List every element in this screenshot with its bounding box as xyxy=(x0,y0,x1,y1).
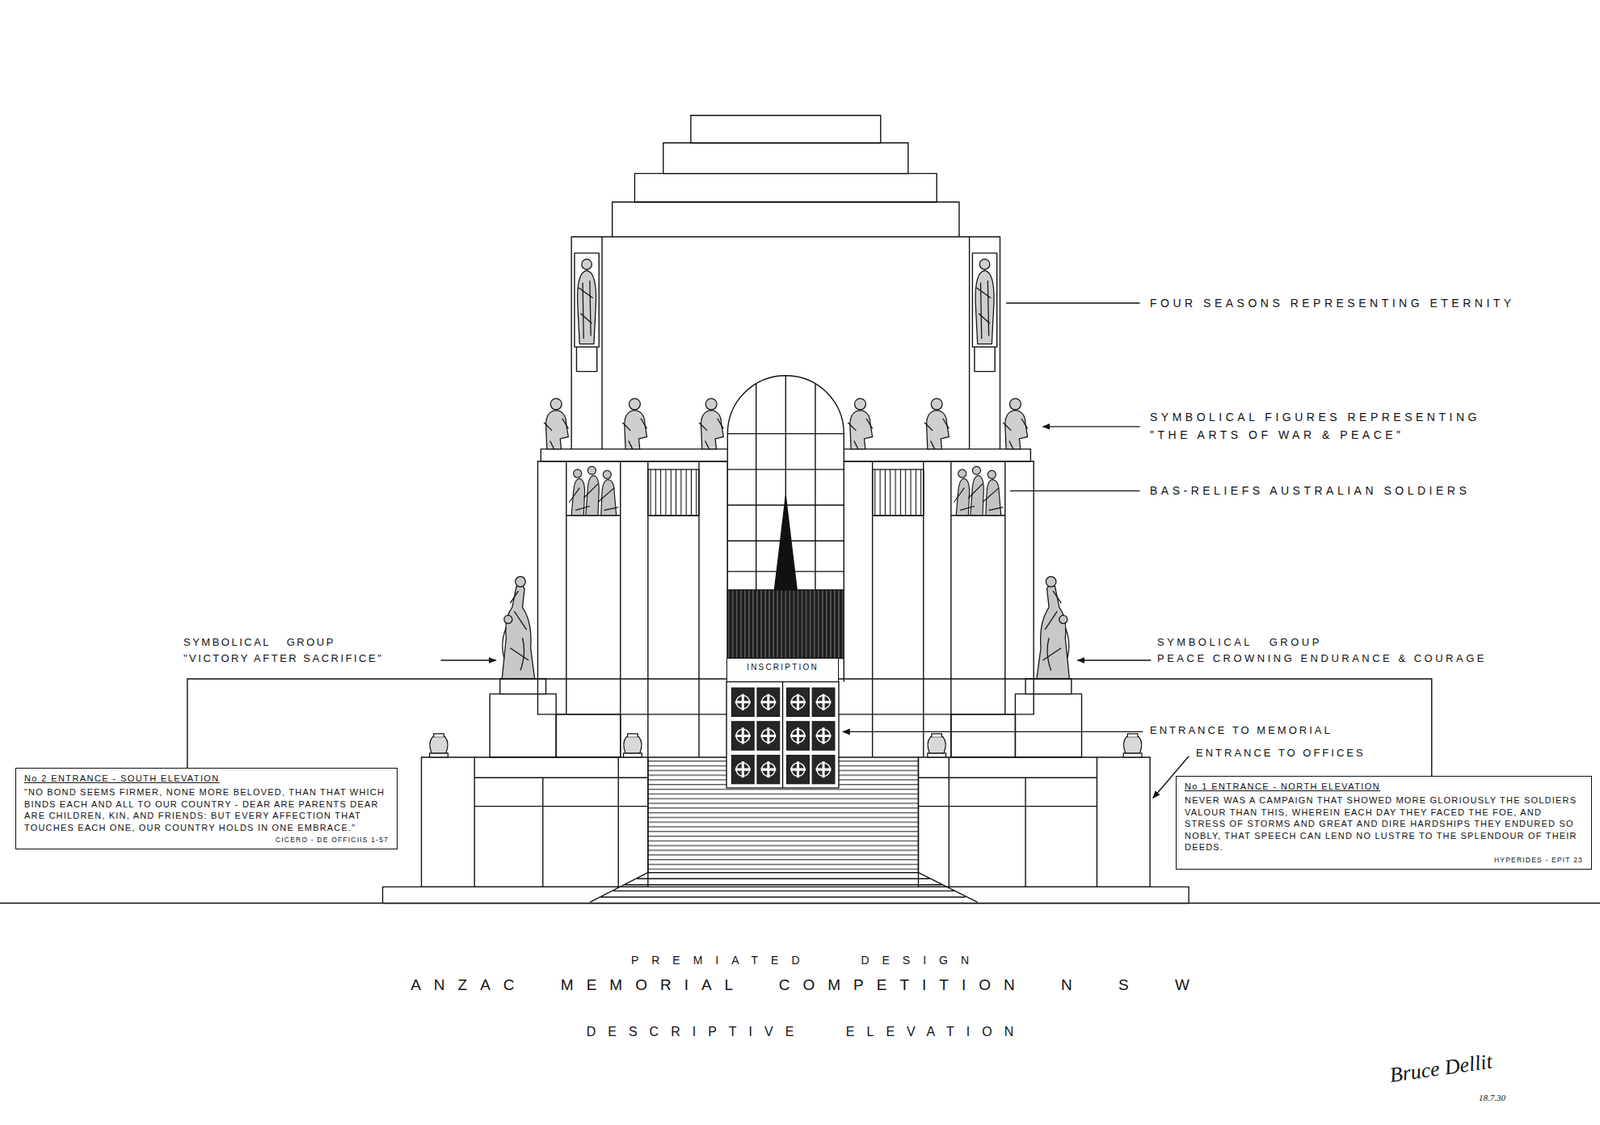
door-panels xyxy=(787,721,810,750)
building-outline xyxy=(574,252,599,347)
leader-line xyxy=(1006,302,1140,304)
building-outline xyxy=(951,714,1016,758)
quote-text: NEVER WAS A CAMPAIGN THAT SHOWED MORE GL… xyxy=(1184,794,1584,854)
door-panels xyxy=(731,721,754,750)
memorial-elevation xyxy=(0,115,1600,904)
callout-label: SYMBOLICAL FIGURES REPRESENTING xyxy=(1149,410,1481,424)
design-note: PREMIATED DESIGN xyxy=(0,953,1600,967)
building-outline xyxy=(0,115,1600,904)
door-panels xyxy=(812,754,835,784)
sheet-title: ANZAC MEMORIAL COMPETITION N S W xyxy=(0,976,1600,994)
sculpture xyxy=(429,733,449,758)
sculpture xyxy=(975,259,994,345)
quote-source: CICERO - DE OFFICIIS 1-57 xyxy=(24,835,389,844)
panel-heading: No 2 ENTRANCE - SOUTH ELEVATION xyxy=(24,773,389,784)
sculpture xyxy=(501,576,535,678)
building-outline xyxy=(726,682,839,788)
leader-line xyxy=(1043,425,1141,427)
leader-line xyxy=(1077,659,1151,661)
sculpture xyxy=(543,398,569,450)
sheet-caption: DESCRIPTIVE ELEVATION xyxy=(0,1024,1600,1040)
building-outline xyxy=(421,757,649,887)
door-panels xyxy=(757,754,780,784)
building-outline xyxy=(974,346,995,371)
sculpture xyxy=(622,398,647,450)
building-outline xyxy=(555,714,621,758)
sculpture xyxy=(1002,398,1028,450)
building-outline xyxy=(634,173,937,203)
leader-connector xyxy=(187,678,727,768)
callout-label: BAS-RELIEFS AUSTRALIAN SOLDIERS xyxy=(1149,484,1470,497)
building-outline xyxy=(576,346,597,371)
panel-heading: No 1 ENTRANCE - NORTH ELEVATION xyxy=(1184,781,1584,792)
sculpture xyxy=(1036,576,1070,678)
quote-source: HYPERIDES - EPIT 23 xyxy=(1184,855,1584,864)
building-outline xyxy=(1014,694,1082,758)
inscription-plate: INSCRIPTION xyxy=(726,657,839,683)
callout-label: "VICTORY AFTER SACRIFICE" xyxy=(183,652,384,666)
plate-text: INSCRIPTION xyxy=(733,662,832,673)
sculpture xyxy=(924,398,949,450)
callout-label: ENTRANCE TO MEMORIAL xyxy=(1149,724,1333,737)
callout-label: "THE ARTS OF WAR & PEACE" xyxy=(1149,428,1405,442)
inscription-panel: No 1 ENTRANCE - NORTH ELEVATION NEVER WAS… xyxy=(1175,775,1592,870)
building-outline xyxy=(648,469,699,516)
door-panels xyxy=(731,687,835,784)
door-panels xyxy=(787,754,810,784)
door-panels xyxy=(787,687,810,716)
building-outline xyxy=(774,496,797,590)
inscription-panel: No 2 ENTRANCE - SOUTH ELEVATION "NO BOND … xyxy=(15,767,398,850)
callout-label: FOUR SEASONS REPRESENTING ETERNITY xyxy=(1149,296,1516,310)
sculpture xyxy=(698,398,724,450)
building-outline xyxy=(663,143,909,174)
sculpture xyxy=(954,466,1004,516)
door-panels xyxy=(812,721,835,750)
building-outline xyxy=(727,375,844,683)
leader-connector xyxy=(838,678,1432,776)
building-outline xyxy=(690,115,881,144)
sculpture xyxy=(623,733,643,758)
sculpture xyxy=(927,733,947,758)
building-outline xyxy=(383,886,1190,903)
door-panels xyxy=(812,687,835,716)
building-outline xyxy=(782,682,784,788)
building-outline xyxy=(500,678,547,695)
door-panels xyxy=(731,687,754,716)
leader-line xyxy=(842,731,1143,733)
callout-label: SYMBOLICAL GROUP xyxy=(1157,636,1323,649)
signature-date: 18.7.30 xyxy=(1478,1092,1506,1104)
building-outline xyxy=(727,589,844,659)
building-outline xyxy=(1025,678,1072,695)
callout-label: ENTRANCE TO OFFICES xyxy=(1195,747,1366,760)
building-outline xyxy=(917,757,1097,887)
leader-line xyxy=(1010,490,1140,492)
door-panels xyxy=(731,754,754,784)
building-outline xyxy=(489,694,556,758)
sculpture xyxy=(1123,733,1142,758)
building-outline xyxy=(872,469,924,516)
leader-line xyxy=(441,659,497,661)
building-outline xyxy=(589,872,978,903)
quote-text: "NO BOND SEEMS FIRMER, NONE MORE BELOVED… xyxy=(24,786,389,834)
callout-label: SYMBOLICAL GROUP xyxy=(183,636,336,649)
sculpture xyxy=(847,398,872,450)
callout-label: PEACE CROWNING ENDURANCE & COURAGE xyxy=(1157,652,1487,666)
door-panels xyxy=(757,721,780,750)
building-outline xyxy=(972,252,997,347)
sculpture xyxy=(577,259,597,345)
sculpture xyxy=(429,259,1142,758)
building-outline xyxy=(917,757,1150,887)
sculpture xyxy=(569,466,619,516)
door-panels xyxy=(757,687,780,716)
leader-line xyxy=(441,303,1190,798)
building-outline xyxy=(727,375,844,590)
building-outline xyxy=(474,757,649,887)
building-outline xyxy=(537,461,1034,715)
signature: Bruce Dellit xyxy=(1388,1049,1495,1088)
